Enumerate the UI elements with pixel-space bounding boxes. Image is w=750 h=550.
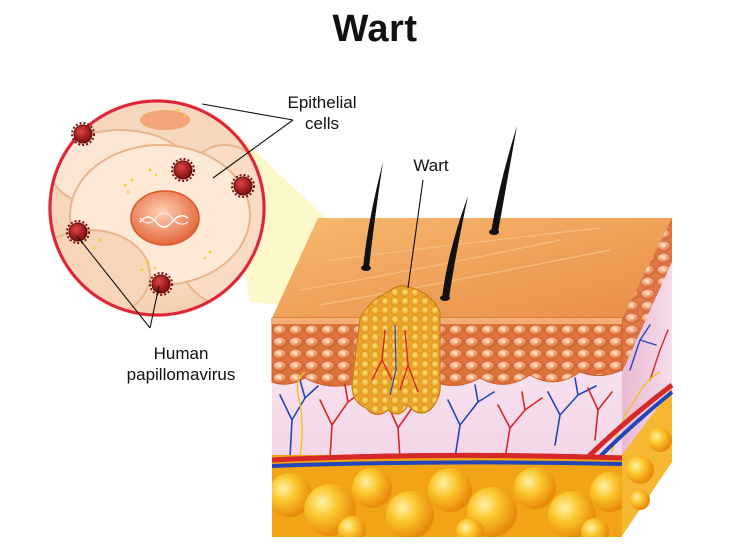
skin-block — [271, 218, 674, 537]
nucleus-icon — [130, 190, 200, 246]
diagram-title: Wart — [332, 8, 418, 50]
skin-side-epidermis — [622, 218, 672, 372]
virus-icon — [68, 124, 253, 294]
hair-icon — [363, 126, 517, 298]
wart-label: Wart — [413, 156, 449, 175]
subcutaneous-fat-layer — [272, 455, 622, 537]
wart-growth — [351, 285, 441, 416]
hpv-label: Human papillomavirus — [96, 343, 266, 385]
leader-lines — [76, 103, 424, 329]
magnified-epithelium — [48, 99, 266, 317]
epithelial-label-line-1: Epithelial — [287, 93, 357, 112]
nerve-fiber — [296, 371, 661, 459]
hpv-label-line-2: papillomavirus — [126, 365, 236, 384]
skin-top-surface — [272, 218, 672, 318]
epidermis-layer — [271, 317, 623, 387]
epithelial-label-line-2: cells — [304, 114, 339, 133]
hpv-label-line-1: Human — [153, 344, 209, 363]
epithelial-cells-label: Epithelial cells — [262, 92, 382, 134]
